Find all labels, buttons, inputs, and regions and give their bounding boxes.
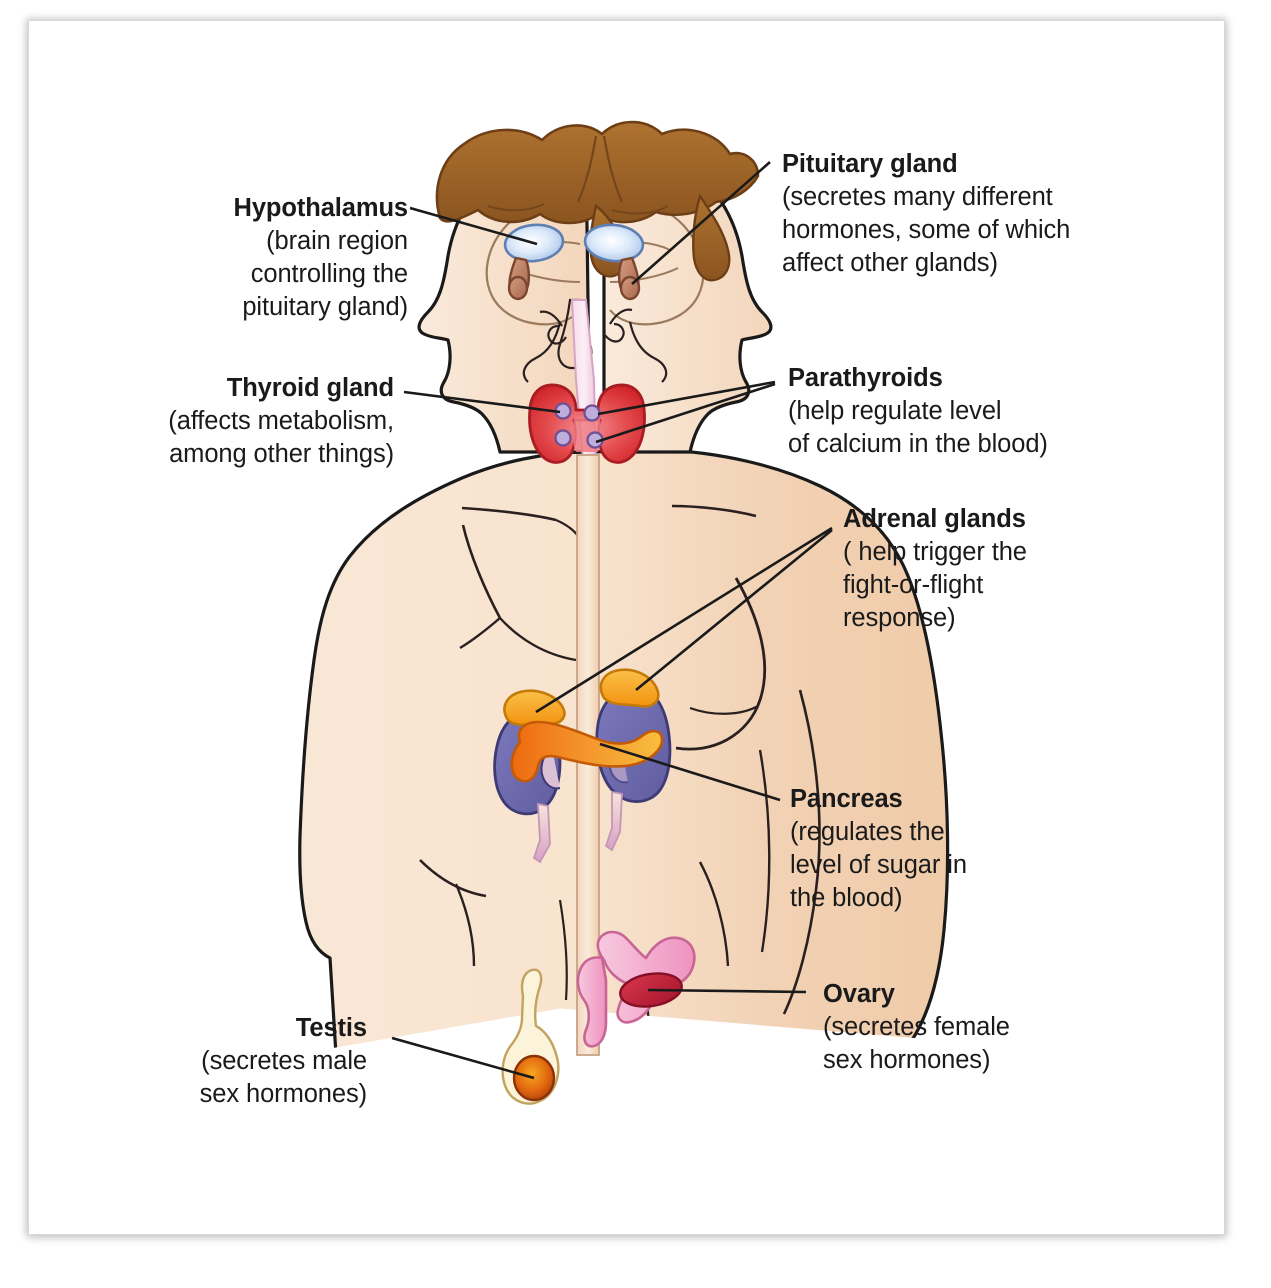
leader-parathyroid-2 [595,382,776,444]
leader-ovary [647,988,807,994]
label-hypothalamus-line-2: controlling the [250,260,408,289]
label-thyroid-line-1: (affects metabolism, [168,407,394,436]
label-parathyroids[interactable]: Parathyroids (help regulate level of cal… [788,362,1118,461]
label-testis-line-2: sex hormones) [199,1080,367,1109]
leader-lines [391,161,833,1080]
label-pituitary-line-3: affect other glands) [782,249,998,278]
leader-adrenal-1 [535,526,833,714]
label-adrenal-glands-line-3: response) [843,604,956,633]
label-parathyroids-title: Parathyroids [788,364,943,392]
label-hypothalamus-title: Hypothalamus [233,194,409,222]
label-pancreas-line-2: level of sugar in [790,851,967,880]
label-parathyroids-line-2: of calcium in the blood) [788,430,1048,459]
label-pancreas-title: Pancreas [790,785,903,813]
label-hypothalamus-line-1: (brain region [266,227,408,256]
leader-pituitary [631,161,771,285]
label-ovary[interactable]: Ovary (secretes female sex hormones) [823,978,1093,1077]
label-adrenal-glands-line-1: ( help trigger the [843,538,1027,567]
label-pituitary-title: Pituitary gland [782,150,958,178]
label-thyroid-line-2: among other things) [169,440,394,469]
pancreas-organ[interactable] [510,720,664,783]
label-pancreas-line-1: (regulates the [790,818,945,847]
label-ovary-title: Ovary [823,980,895,1008]
label-pancreas[interactable]: Pancreas (regulates the level of sugar i… [790,783,1070,916]
leader-testis [391,1036,535,1080]
leader-parathyroid-1 [597,380,776,416]
label-pituitary-line-2: hormones, some of which [782,216,1071,245]
label-testis-line-1: (secretes male [201,1047,367,1076]
label-adrenal-glands[interactable]: Adrenal glands ( help trigger the fight-… [843,503,1143,636]
leader-pancreas [599,742,781,802]
leader-hypothalamus [409,206,538,246]
label-adrenal-glands-line-2: fight-or-flight [843,571,984,600]
label-testis-title: Testis [295,1014,367,1042]
adrenal-organ[interactable] [503,668,660,727]
label-thyroid-title: Thyroid gland [226,374,394,402]
label-pituitary[interactable]: Pituitary gland (secretes many different… [782,148,1142,281]
label-thyroid[interactable]: Thyroid gland (affects metabolism, among… [50,372,394,471]
figure-cut-edge [295,1008,945,1140]
label-hypothalamus[interactable]: Hypothalamus (brain region controlling t… [60,192,409,325]
label-pancreas-line-3: the blood) [790,884,903,913]
label-adrenal-glands-title: Adrenal glands [843,505,1026,533]
ureters [532,790,623,864]
label-parathyroids-line-1: (help regulate level [788,397,1002,426]
leader-adrenal-2 [635,528,833,692]
label-pituitary-line-1: (secretes many different [782,183,1053,212]
label-hypothalamus-line-3: pituitary gland) [242,293,408,322]
leader-thyroid [403,390,561,414]
label-ovary-line-1: (secretes female [823,1013,1010,1042]
testis-organ[interactable] [501,968,560,1105]
label-ovary-line-2: sex hormones) [823,1046,991,1075]
label-testis[interactable]: Testis (secretes male sex hormones) [120,1012,367,1111]
pituitary-organ[interactable] [507,256,641,301]
